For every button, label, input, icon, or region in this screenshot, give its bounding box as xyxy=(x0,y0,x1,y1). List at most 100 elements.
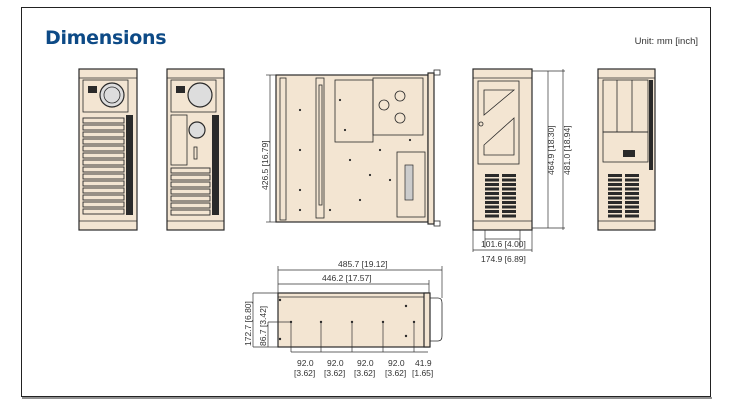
rear-view-2 xyxy=(166,68,225,231)
vent-slot xyxy=(502,178,516,182)
dim-spacing-inch: [1.65] xyxy=(412,368,433,378)
dim-side-length-body: 446.2 [17.57] xyxy=(322,273,372,283)
vent-slot xyxy=(485,178,499,182)
dim-side-length-total: 485.7 [19.12] xyxy=(338,259,388,269)
screw-hole xyxy=(298,208,302,212)
vent-slot xyxy=(502,183,516,186)
vent-slot xyxy=(502,196,516,200)
front-view: 464.9 [18.30] 481.0 [18.94] 101.6 [4.00]… xyxy=(472,68,572,264)
rear-view-1 xyxy=(78,68,138,231)
screw-hole xyxy=(298,148,302,152)
vent-slot xyxy=(502,210,516,213)
unit-label: Unit: mm [inch] xyxy=(634,36,698,47)
vent-slot xyxy=(625,196,639,200)
dim-spacing-mm: 92.0 xyxy=(388,358,405,368)
expansion-slot xyxy=(170,195,211,202)
vent-slot xyxy=(608,183,622,186)
vent-slot xyxy=(485,214,499,218)
expansion-slot xyxy=(82,117,125,124)
vent-slot xyxy=(608,214,622,218)
vent-slot xyxy=(485,187,499,191)
vent-slot xyxy=(608,178,622,182)
expansion-slot xyxy=(82,145,125,152)
expansion-slot xyxy=(170,174,211,181)
vent-slot xyxy=(625,178,639,182)
expansion-slot xyxy=(170,181,211,188)
vent-slot xyxy=(502,192,516,195)
vent-slot xyxy=(625,192,639,195)
screw-hole xyxy=(278,337,282,341)
expansion-slot xyxy=(170,188,211,195)
page-title: Dimensions xyxy=(45,27,167,49)
expansion-slot xyxy=(82,138,125,145)
vent-slot xyxy=(502,214,516,218)
dim-spacing-mm: 92.0 xyxy=(327,358,344,368)
expansion-slot xyxy=(82,124,125,131)
vent-slot xyxy=(502,187,516,191)
dim-front-height-inner: 464.9 [18.30] xyxy=(546,125,556,175)
expansion-slot xyxy=(82,159,125,166)
screw-hole xyxy=(358,198,362,202)
screw-hole xyxy=(404,304,408,308)
screw-hole xyxy=(378,148,382,152)
top-view: 426.5 [16.79] xyxy=(260,69,441,227)
vent-slot xyxy=(608,187,622,191)
side-view xyxy=(597,68,656,231)
expansion-slot xyxy=(170,202,211,209)
screw-hole xyxy=(388,178,392,182)
vent-slot xyxy=(608,192,622,195)
dim-front-width-inner: 101.6 [4.00] xyxy=(481,239,526,249)
expansion-slot xyxy=(82,194,125,201)
dim-spacing-inch: [3.62] xyxy=(294,368,315,378)
vent-slot xyxy=(608,174,622,177)
vent-slot xyxy=(485,183,499,186)
dim-top-depth: 426.5 [16.79] xyxy=(260,140,270,190)
dim-spacing-mm: 41.9 xyxy=(415,358,432,368)
dim-spacing-mm: 92.0 xyxy=(357,358,374,368)
screw-hole xyxy=(328,208,332,212)
screw-hole xyxy=(348,158,352,162)
vent-slot xyxy=(625,183,639,186)
vent-slot xyxy=(625,214,639,218)
screw-hole xyxy=(278,298,282,302)
dim-side-height-total: 172.7 [6.80] xyxy=(243,301,253,346)
dim-front-height-outer: 481.0 [18.94] xyxy=(562,125,572,175)
vent-slot xyxy=(485,192,499,195)
expansion-slot xyxy=(82,208,125,215)
dim-side-height-half: 86.7 [3.42] xyxy=(258,306,268,346)
expansion-slot xyxy=(82,201,125,208)
screw-hole xyxy=(298,188,302,192)
screw-hole xyxy=(343,128,347,132)
dim-spacing-inch: [3.62] xyxy=(324,368,345,378)
vent-slot xyxy=(625,174,639,177)
screw-hole xyxy=(298,108,302,112)
vent-slot xyxy=(485,201,499,204)
vent-slot xyxy=(502,201,516,204)
screw-hole xyxy=(338,98,342,102)
expansion-slot xyxy=(82,187,125,194)
expansion-slot xyxy=(82,173,125,180)
expansion-slot xyxy=(170,209,211,216)
expansion-slot xyxy=(82,166,125,173)
dim-front-width-outer: 174.9 [6.89] xyxy=(481,254,526,264)
vent-slot xyxy=(502,174,516,177)
vent-slot xyxy=(625,187,639,191)
expansion-slot xyxy=(82,152,125,159)
screw-hole xyxy=(408,138,412,142)
vent-slot xyxy=(502,205,516,209)
expansion-slot xyxy=(82,180,125,187)
vent-slot xyxy=(608,196,622,200)
vent-slot xyxy=(625,201,639,204)
vent-slot xyxy=(485,174,499,177)
vent-slot xyxy=(485,205,499,209)
drawing-frame xyxy=(21,7,711,397)
vent-slot xyxy=(625,205,639,209)
expansion-slot xyxy=(82,131,125,138)
vent-slot xyxy=(608,210,622,213)
vent-slot xyxy=(485,196,499,200)
expansion-slot xyxy=(170,167,211,174)
dim-spacing-inch: [3.62] xyxy=(354,368,375,378)
dim-spacing-mm: 92.0 xyxy=(297,358,314,368)
long-side-view: 485.7 [19.12] 446.2 [17.57] 172.7 [6.80]… xyxy=(243,259,443,378)
